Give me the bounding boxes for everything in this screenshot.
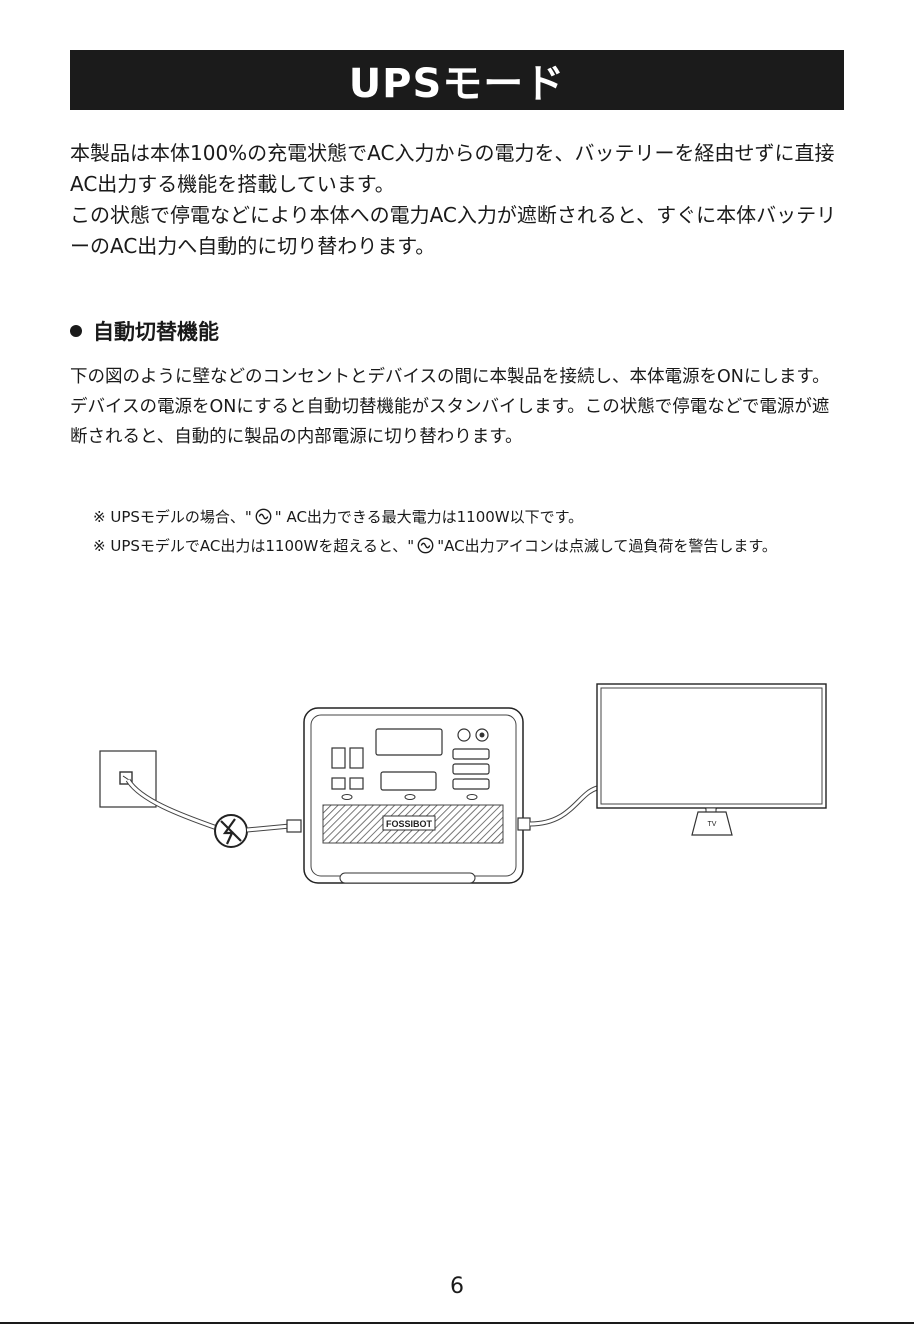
power-station: FOSSIBOT bbox=[303, 707, 524, 884]
intro-paragraph-2: この状態で停電などにより本体への電力AC入力が遮断されると、すぐに本体バッテリー… bbox=[70, 203, 837, 258]
ac-output-icon bbox=[255, 508, 272, 525]
section-heading: 自動切替機能 bbox=[70, 316, 219, 346]
notes: ※ UPSモデルの場合、" " AC出力できる最大電力は1100W以下です。 ※ … bbox=[93, 503, 843, 561]
page-title: UPSモード bbox=[348, 61, 566, 107]
section-heading-text: 自動切替機能 bbox=[93, 320, 219, 344]
power-cut-icon bbox=[214, 814, 248, 848]
connection-diagram: FOSSIBOT TV bbox=[99, 683, 827, 884]
section-body-paragraph: 下の図のように壁などのコンセントとデバイスの間に本製品を接続し、本体電源をONに… bbox=[70, 367, 830, 447]
ac-output-icon bbox=[417, 537, 434, 554]
brand-logo-text: FOSSIBOT bbox=[386, 819, 433, 829]
section-body: 下の図のように壁などのコンセントとデバイスの間に本製品を接続し、本体電源をONに… bbox=[70, 362, 845, 452]
note-2: ※ UPSモデルでAC出力は1100Wを超えると、" "AC出力アイコンは点滅して… bbox=[93, 532, 843, 561]
note-2-text-b: "AC出力アイコンは点滅して過負荷を警告します。 bbox=[437, 537, 777, 555]
note-1: ※ UPSモデルの場合、" " AC出力できる最大電力は1100W以下です。 bbox=[93, 503, 843, 532]
intro-paragraph-1: 本製品は本体100%の充電状態でAC入力からの電力を、バッテリーを経由せずに直接… bbox=[70, 141, 835, 196]
intro-text: 本製品は本体100%の充電状態でAC入力からの電力を、バッテリーを経由せずに直接… bbox=[70, 138, 845, 262]
note-1-text-b: " AC出力できる最大電力は1100W以下です。 bbox=[274, 508, 584, 526]
bullet-icon bbox=[70, 325, 82, 337]
note-1-text-a: ※ UPSモデルの場合、" bbox=[93, 508, 252, 526]
page-number: 6 bbox=[450, 1274, 464, 1299]
title-bar: UPSモード bbox=[70, 50, 844, 110]
bottom-rule bbox=[0, 1322, 914, 1324]
tv-label: TV bbox=[708, 821, 717, 828]
note-2-text-a: ※ UPSモデルでAC出力は1100Wを超えると、" bbox=[93, 537, 415, 555]
tv-icon: TV bbox=[596, 683, 827, 836]
